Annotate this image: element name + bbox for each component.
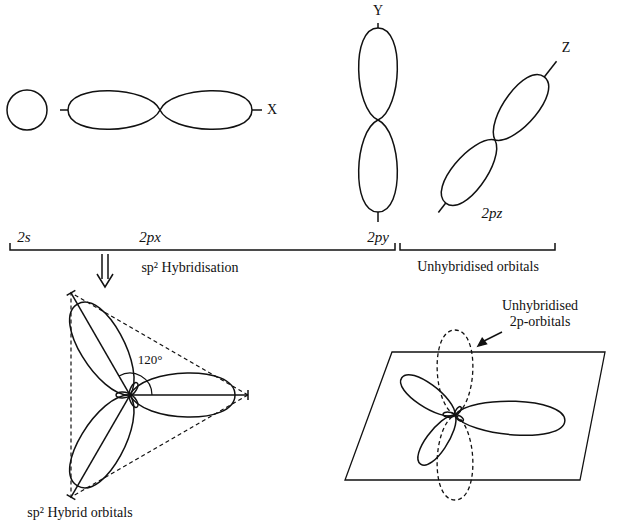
orbital-label: 2pz: [482, 205, 503, 222]
sp2-hybrid-orbitals: [52, 282, 248, 508]
pz-orbital: [425, 51, 570, 223]
molecular-plane: [345, 352, 605, 480]
angle-arc: [119, 373, 152, 395]
px-orbital: [60, 91, 262, 130]
s-orbital: [7, 90, 47, 130]
orbital-label: 2py: [367, 229, 389, 246]
orbital-label: 2px: [139, 229, 161, 246]
bracket: [10, 243, 395, 250]
bracket: [400, 243, 555, 250]
angle-label: 120°: [138, 353, 163, 368]
py-orbital: [359, 23, 398, 222]
axis-label: Y: [373, 3, 383, 19]
hybridisation-arrow: [97, 254, 113, 287]
sp2-hybrid-orbitals-in-plane: [395, 368, 566, 470]
axis-label: Z: [562, 40, 571, 56]
process-label: sp² Hybridisation: [141, 260, 238, 276]
dashed-triangle: [71, 293, 248, 497]
orbital-label: 2s: [17, 229, 30, 246]
figure-caption: sp² Hybrid orbitals: [27, 505, 132, 521]
group-label: Unhybridised orbitals: [417, 259, 539, 275]
leader-arrow: [478, 332, 502, 346]
callout-label: Unhybridised 2p-orbitals: [494, 298, 586, 330]
axis-label: X: [267, 102, 277, 118]
